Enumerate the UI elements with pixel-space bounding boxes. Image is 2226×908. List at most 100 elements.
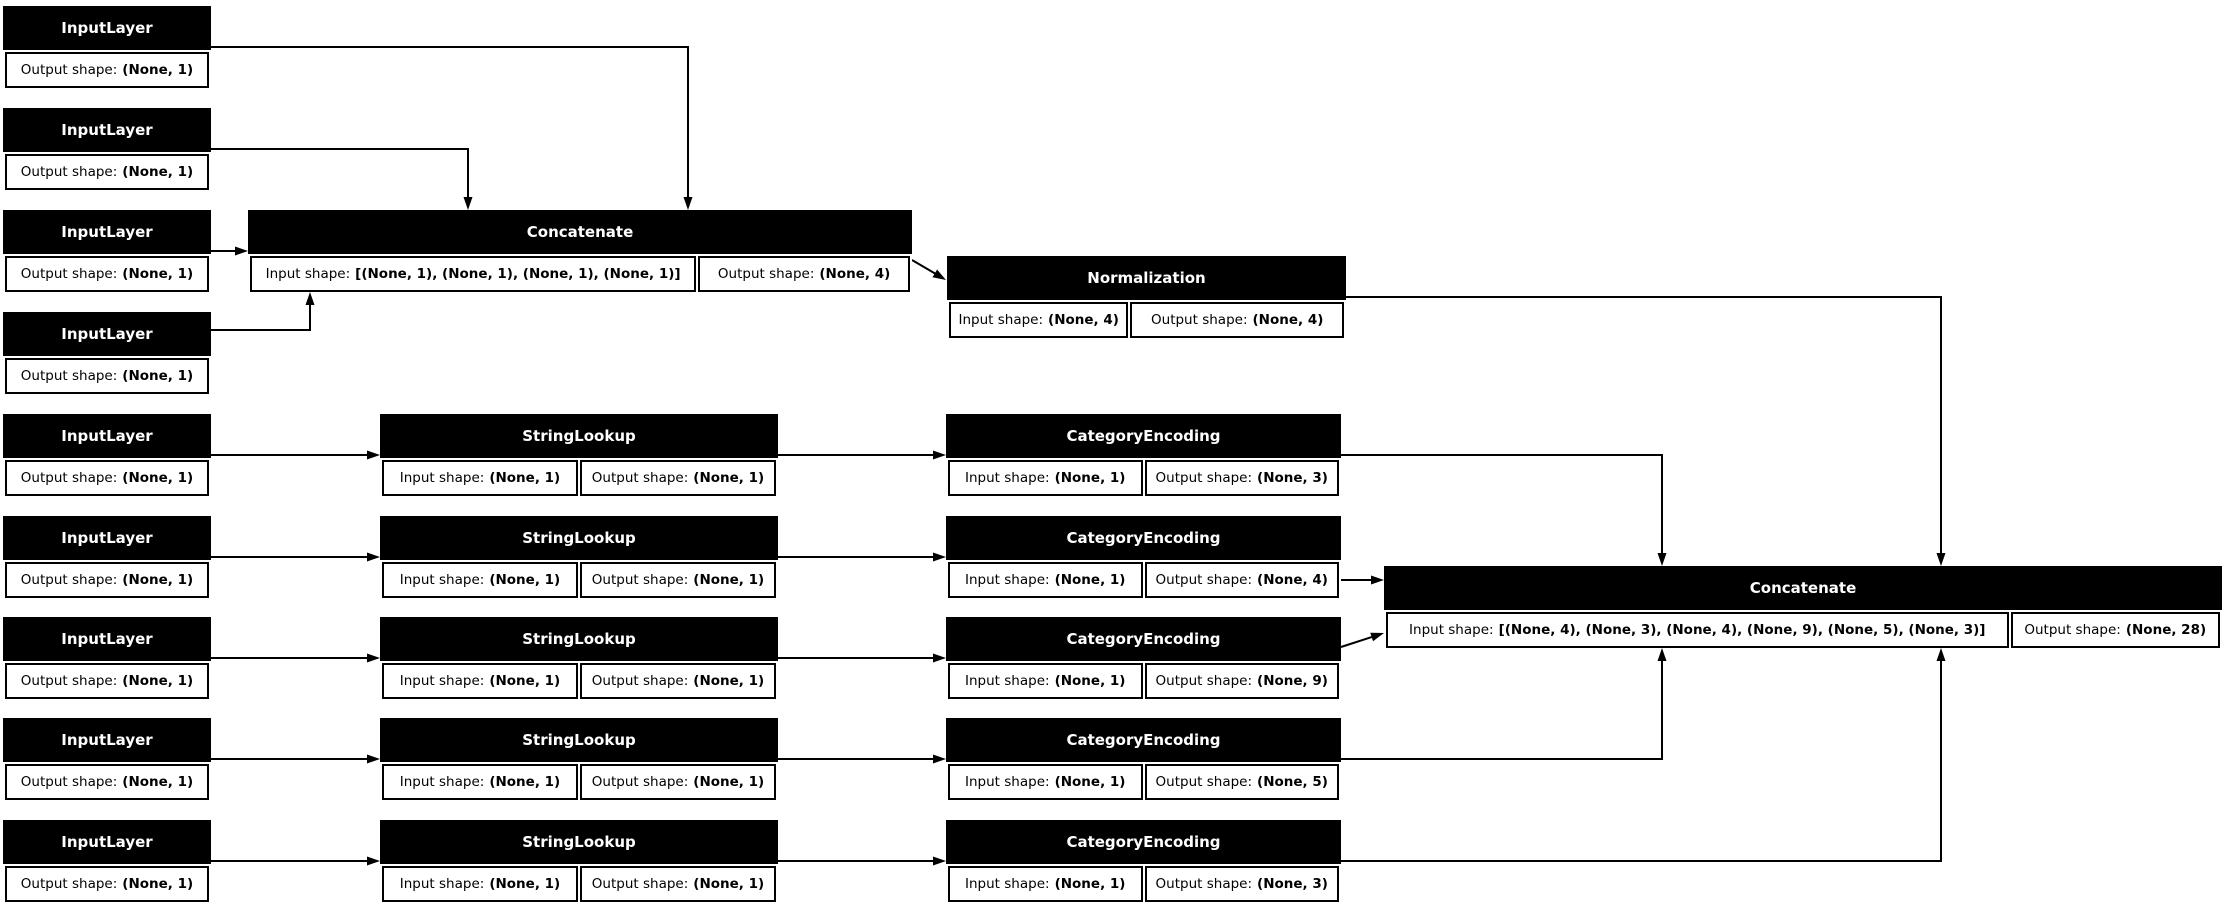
edge-encoding_3-to-concatenate_2	[1340, 632, 1384, 648]
shape-cells-row: Input shape:(None, 1)Output shape:(None,…	[948, 866, 1339, 902]
arrowhead-icon	[305, 292, 315, 305]
shape-cells-row: Output shape:(None, 1)	[5, 663, 209, 699]
layer-type-label: InputLayer	[3, 6, 211, 50]
edge-lookup_5-to-encoding_5	[778, 856, 946, 866]
arrowhead-icon	[1370, 632, 1384, 642]
shape-cell: Input shape:(None, 1)	[948, 764, 1143, 800]
edge-line	[911, 259, 938, 276]
shape-cells-row: Input shape:(None, 1)Output shape:(None,…	[382, 663, 776, 699]
arrowhead-icon	[463, 197, 473, 210]
edge-input_1-to-concatenate_1	[211, 46, 693, 210]
layer-type-label: InputLayer	[3, 414, 211, 458]
arrowhead-icon	[933, 754, 946, 764]
shape-value: (None, 1)	[122, 470, 194, 486]
layer-type-label: CategoryEncoding	[946, 617, 1341, 661]
edge-input_2-to-concatenate_1	[211, 148, 473, 210]
shape-cell: Input shape:(None, 1)	[382, 764, 578, 800]
shape-label: Input shape:	[399, 774, 485, 790]
layer-type-label: CategoryEncoding	[946, 718, 1341, 762]
edge-encoding_4-to-concatenate_2	[1341, 648, 1667, 760]
shape-label: Output shape:	[20, 164, 118, 180]
edge-line	[211, 46, 689, 199]
edge-lookup_1-to-encoding_1	[778, 450, 946, 460]
arrowhead-icon	[932, 269, 946, 280]
shape-label: Output shape:	[20, 368, 118, 384]
shape-label: Output shape:	[20, 572, 118, 588]
shape-cells-row: Output shape:(None, 1)	[5, 460, 209, 496]
edge-input_3-to-concatenate_1	[211, 246, 248, 256]
shape-cells-row: Input shape:(None, 1)Output shape:(None,…	[948, 460, 1339, 496]
layer-type-label: InputLayer	[3, 312, 211, 356]
layer-type-label: InputLayer	[3, 718, 211, 762]
shape-cell: Input shape:(None, 4)	[949, 302, 1129, 338]
shape-value: (None, 5)	[1257, 774, 1328, 790]
arrowhead-icon	[367, 450, 380, 460]
layer-type-label: Concatenate	[248, 210, 912, 254]
arrowhead-icon	[683, 197, 693, 210]
edge-input_row_2-to-lookup_2	[211, 552, 380, 562]
shape-value: (None, 1)	[122, 572, 194, 588]
shape-value: (None, 1)	[489, 572, 561, 588]
shape-cell: Output shape:(None, 4)	[698, 256, 910, 292]
shape-label: Input shape:	[265, 266, 351, 282]
layer-type-label: InputLayer	[3, 210, 211, 254]
shape-label: Output shape:	[20, 470, 118, 486]
arrowhead-icon	[1936, 648, 1946, 661]
edge-lookup_2-to-encoding_2	[778, 552, 946, 562]
shape-cell: Output shape:(None, 3)	[1144, 460, 1339, 496]
shape-cell: Output shape:(None, 1)	[5, 52, 209, 88]
shape-label: Output shape:	[20, 266, 118, 282]
arrowhead-icon	[1657, 648, 1667, 661]
shape-label: Input shape:	[965, 876, 1050, 892]
shape-cells-row: Input shape:(None, 1)Output shape:(None,…	[382, 764, 776, 800]
shape-value: (None, 1)	[122, 673, 194, 689]
shape-cell: Output shape:(None, 1)	[5, 358, 209, 394]
shape-cell: Output shape:(None, 9)	[1144, 663, 1339, 699]
arrowhead-icon	[367, 754, 380, 764]
layer-type-label: Concatenate	[1384, 566, 2222, 610]
layer-type-label: StringLookup	[380, 820, 778, 864]
shape-cells-row: Input shape:(None, 1)Output shape:(None,…	[382, 562, 776, 598]
shape-cells-row: Input shape:[(None, 1), (None, 1), (None…	[250, 256, 910, 292]
layer-type-label: CategoryEncoding	[946, 820, 1341, 864]
layer-type-label: Normalization	[947, 256, 1346, 300]
shape-value: (None, 28)	[2125, 622, 2207, 638]
shape-label: Output shape:	[1155, 673, 1253, 689]
shape-cell: Input shape:(None, 1)	[948, 562, 1143, 598]
shape-cells-row: Input shape:(None, 1)Output shape:(None,…	[948, 764, 1339, 800]
shape-label: Output shape:	[1155, 876, 1253, 892]
shape-label: Output shape:	[591, 774, 689, 790]
arrowhead-icon	[1936, 553, 1946, 566]
edge-input_row_3-to-lookup_3	[211, 653, 380, 663]
shape-cell: Output shape:(None, 1)	[5, 562, 209, 598]
shape-value: (None, 1)	[693, 470, 765, 486]
edge-line	[211, 303, 311, 331]
shape-label: Input shape:	[965, 673, 1050, 689]
shape-value: (None, 1)	[693, 673, 765, 689]
shape-label: Input shape:	[399, 876, 485, 892]
layer-type-label: StringLookup	[380, 617, 778, 661]
shape-cells-row: Output shape:(None, 1)	[5, 866, 209, 902]
shape-value: [(None, 1), (None, 1), (None, 1), (None,…	[355, 266, 681, 282]
shape-label: Output shape:	[1155, 774, 1253, 790]
shape-cell: Output shape:(None, 4)	[1144, 562, 1339, 598]
shape-label: Input shape:	[965, 470, 1050, 486]
shape-label: Input shape:	[399, 572, 485, 588]
shape-cell: Output shape:(None, 5)	[1144, 764, 1339, 800]
shape-value: (None, 4)	[1257, 572, 1328, 588]
shape-label: Output shape:	[1151, 312, 1248, 328]
arrowhead-icon	[367, 653, 380, 663]
shape-label: Output shape:	[591, 673, 689, 689]
